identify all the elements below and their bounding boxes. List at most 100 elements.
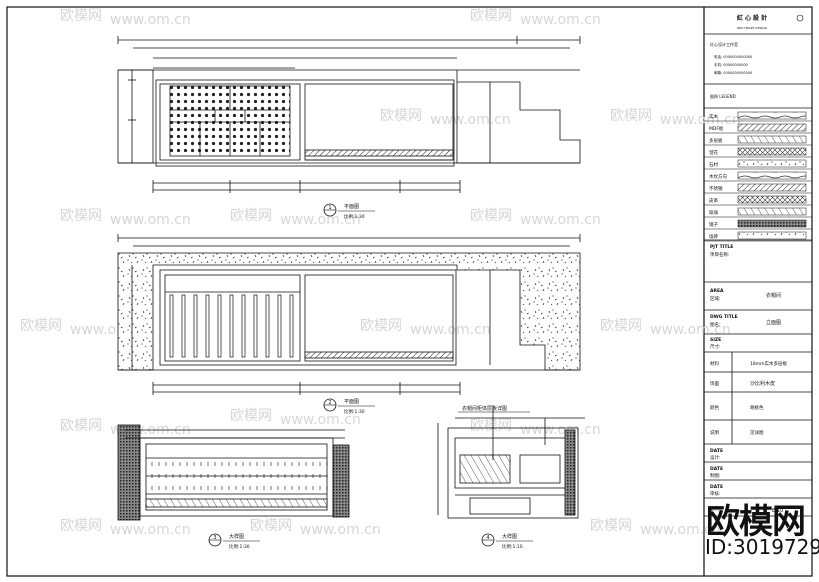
size-label-cn: 尺寸: bbox=[710, 343, 721, 350]
dwg-title-cn: 图名: bbox=[710, 321, 721, 328]
legend-swatch bbox=[737, 111, 807, 120]
legend-swatch bbox=[737, 135, 807, 144]
size-label: SIZE bbox=[710, 337, 721, 343]
note-label: 说明 bbox=[710, 429, 719, 436]
hanger-slat bbox=[277, 294, 282, 358]
watermark-site: www.om.cn bbox=[660, 112, 741, 128]
date1-cn: 设计: bbox=[710, 454, 721, 461]
area-label: AREA bbox=[710, 288, 724, 294]
legend-label: MDF板 bbox=[709, 125, 724, 132]
legend-swatch bbox=[737, 183, 807, 192]
view-title: 大样图 bbox=[502, 533, 517, 540]
watermark-site: www.om.cn bbox=[520, 12, 601, 28]
date3-label: DATE bbox=[710, 484, 723, 490]
legend-label: 石材 bbox=[709, 161, 718, 168]
watermark-site: www.om.cn bbox=[110, 212, 191, 228]
watermark-site: www.om.cn bbox=[520, 422, 601, 438]
watermark-text: 欧模网 bbox=[470, 8, 512, 24]
watermark-site: www.om.cn bbox=[300, 522, 381, 538]
hanger-slat bbox=[241, 294, 246, 358]
contact-line-1: 电话: 0000000000000 bbox=[714, 54, 752, 59]
finish-label: 饰面 bbox=[710, 380, 719, 387]
watermark-text: 欧模网 bbox=[380, 108, 422, 124]
scale-label: 比例 bbox=[710, 505, 719, 512]
hanger-slat bbox=[169, 294, 174, 358]
watermark-text: 欧模网 bbox=[60, 8, 102, 24]
watermark-text: 欧模网 bbox=[360, 318, 402, 334]
view-scale: 比例:1:30 bbox=[229, 543, 250, 550]
view-number: 3 bbox=[213, 535, 216, 541]
watermark-text: 欧模网 bbox=[230, 208, 272, 224]
hanger-slat bbox=[181, 294, 186, 358]
contact-line-2: 手机: 00000000000 bbox=[714, 62, 748, 67]
legend-swatch bbox=[737, 159, 807, 168]
date3-cn: 审核: bbox=[710, 490, 721, 497]
view-number: 4 bbox=[486, 535, 489, 541]
view-scale: 比例:1:10 bbox=[502, 543, 523, 550]
note-value: 见详图 bbox=[750, 429, 764, 436]
hanger-slat bbox=[265, 294, 270, 358]
legend-label: 镜子 bbox=[709, 221, 718, 228]
view-scale: 比例:1:30 bbox=[344, 408, 365, 415]
legend-swatch bbox=[737, 207, 807, 216]
date2-cn: 制图: bbox=[710, 472, 721, 479]
north-icon bbox=[796, 14, 804, 22]
hanger-slat bbox=[229, 294, 234, 358]
view-number: 1 bbox=[328, 205, 331, 211]
watermark-site: www.om.cn bbox=[110, 12, 191, 28]
watermark-text: 欧模网 bbox=[20, 318, 62, 334]
dwg-value: 立面图 bbox=[766, 319, 781, 326]
legend-label: 墙砖 bbox=[709, 233, 718, 240]
watermark-text: 欧模网 bbox=[470, 418, 512, 434]
view-scale: 比例:1:30 bbox=[344, 213, 365, 220]
legend-label: 不锈钢 bbox=[709, 185, 723, 192]
date2-label: DATE bbox=[710, 466, 723, 472]
hanger-slat bbox=[289, 294, 294, 358]
view-number: 2 bbox=[328, 400, 331, 406]
elevation-view-1 bbox=[117, 36, 581, 193]
color-label: 颜色 bbox=[710, 404, 719, 411]
watermark-site: www.om.cn bbox=[520, 212, 601, 228]
legend-swatch bbox=[737, 195, 807, 204]
company-name: 紅 心 設 計 bbox=[737, 14, 767, 22]
legend-label: 实木 bbox=[709, 113, 718, 120]
legend-label: 皮革 bbox=[709, 197, 718, 204]
detail-view-4 bbox=[437, 405, 585, 519]
legend-swatch bbox=[737, 171, 807, 180]
legend-swatch bbox=[737, 231, 807, 240]
material-label: 材料 bbox=[710, 360, 719, 367]
date1-label: DATE bbox=[710, 448, 723, 454]
watermark-site: www.om.cn bbox=[110, 522, 191, 538]
watermark-site: www.om.cn bbox=[640, 522, 721, 538]
dwg-title: DWG TITLE bbox=[710, 314, 738, 320]
watermark-text: 欧模网 bbox=[610, 108, 652, 124]
hanger-slat bbox=[217, 294, 222, 358]
contact-line-3: 邮箱: 0000000000000 bbox=[714, 70, 752, 75]
watermark-text: 欧模网 bbox=[60, 418, 102, 434]
area-label-cn: 区域: bbox=[710, 295, 721, 302]
watermark-text: 欧模网 bbox=[230, 408, 272, 424]
watermark-logo: 欧模网 bbox=[706, 502, 806, 542]
watermark-text: 欧模网 bbox=[250, 518, 292, 534]
watermark-site: www.om.cn bbox=[430, 112, 511, 128]
watermark-text: 欧模网 bbox=[60, 518, 102, 534]
legend-label: 多层板 bbox=[709, 137, 723, 144]
sheet-number: E-10 bbox=[772, 508, 783, 514]
hanger-slat bbox=[205, 294, 210, 358]
watermark-site: www.om.cn bbox=[280, 212, 361, 228]
watermark-text: 欧模网 bbox=[600, 318, 642, 334]
company-sub: RED HEART DESIGN bbox=[737, 26, 767, 30]
legend-swatch bbox=[737, 147, 807, 156]
view-title: 平面图 bbox=[344, 204, 359, 210]
contact-title: 红心设计工作室 bbox=[710, 41, 738, 47]
legend-label: 玻璃 bbox=[709, 209, 718, 216]
watermark-text: 欧模网 bbox=[470, 208, 512, 224]
material-value: 18mm实木多层板 bbox=[750, 360, 787, 367]
watermark-text: 欧模网 bbox=[590, 518, 632, 534]
legend-label: 澄花 bbox=[709, 149, 718, 156]
title-block-grid bbox=[704, 33, 812, 517]
color-value: 胡桃色 bbox=[750, 404, 764, 411]
watermark-site: www.om.cn bbox=[280, 412, 361, 428]
